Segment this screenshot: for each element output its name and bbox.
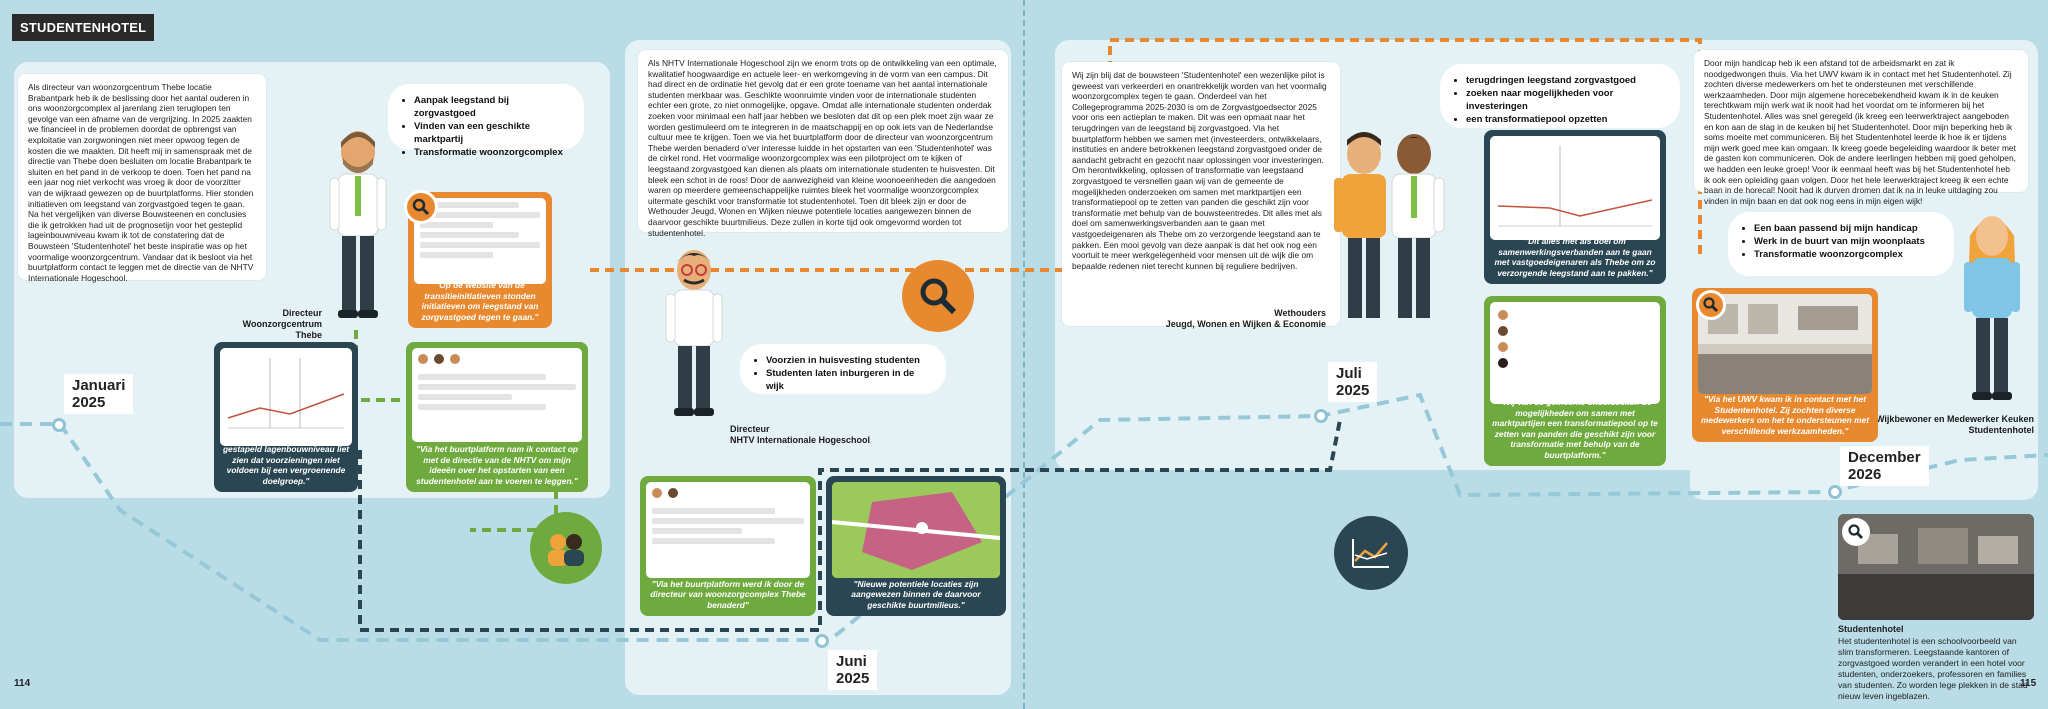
studentenhotel-photo: [1838, 514, 2034, 620]
goals-bubble-wijkbewoner: Een baan passend bij mijn handicap Werk …: [1728, 212, 1954, 276]
card-caption: "Op de website van de transitieinitiatie…: [421, 280, 539, 322]
label-role: Wijkbewoner en Medewerker Keuken: [1876, 414, 2034, 424]
goal-item: Vinden van een geschikte marktpartij: [414, 120, 570, 146]
page-number-left: 114: [14, 678, 31, 689]
card-samenwerkingsverbanden: "Dit alles met als doel om samenwerkings…: [1484, 130, 1666, 284]
person-directeur-nhtv: [665, 250, 723, 416]
page-spine: [1023, 0, 1025, 709]
date-label-december: December 2026: [1840, 446, 1929, 486]
studentenhotel-title: Studentenhotel: [1838, 624, 1904, 634]
date-label-januari: Januari 2025: [64, 374, 134, 414]
right-text-block: Wij zijn blij dat de bouwsteen 'Studente…: [1062, 62, 1340, 326]
section-title: STUDENTENHOTEL: [12, 14, 155, 41]
goal-item: terugdringen leegstand zorgvastgoed: [1466, 74, 1666, 87]
kitchen-photo: [1698, 294, 1872, 394]
prognosis-graph: [220, 348, 352, 446]
label-org: Studentenhotel: [1968, 425, 2035, 435]
person-label-wethouders: Wethouders Jeugd, Wonen en Wijken & Econ…: [1150, 308, 1326, 330]
screenshot-buurtplatform: [646, 482, 810, 578]
date-label-juli: Juli 2025: [1328, 362, 1378, 402]
intro-text-block: Als directeur van woonzorgcentrum Thebe …: [18, 74, 266, 283]
studentenhotel-text: Het studentenhotel is een schoolvoorbeel…: [1838, 636, 2028, 701]
dark-route: [358, 419, 1342, 632]
goal-item: Studenten laten inburgeren in de wijk: [766, 367, 932, 393]
timeline-node-juni: [815, 634, 829, 648]
card-buurtplatform-contact: "Via het buurtplatform nam ik contact op…: [406, 342, 588, 492]
card-uwv-contact: "Via het UWV kwam ik in contact met het …: [1692, 288, 1878, 442]
far-right-text-block: Door mijn handicap heb ik een afstand to…: [1694, 50, 2028, 206]
label-role: Directeur: [282, 308, 322, 318]
goals-bubble-directeur-thebe: Aanpak leegstand bij zorgvastgoed Vinden…: [388, 84, 584, 158]
goal-item: Een baan passend bij mijn handicap: [1754, 222, 1940, 235]
search-icon: [404, 190, 438, 224]
date-month: Juli: [1336, 365, 1362, 382]
date-year: 2025: [1336, 382, 1370, 399]
person-label-wijkbewoner: Wijkbewoner en Medewerker Keuken Student…: [1844, 414, 2034, 436]
label-role: Wethouders: [1274, 308, 1326, 318]
date-year: 2025: [836, 670, 870, 687]
goal-item: Voorzien in huisvesting studenten: [766, 354, 932, 367]
card-caption: "Via het buurtplatform werd ik door de d…: [650, 578, 806, 610]
card-transformatiepool: "Wij van de gemeente onderzoeken de moge…: [1484, 296, 1666, 466]
goal-item: Aanpak leegstand bij zorgvastgoed: [414, 94, 570, 120]
label-org: Jeugd, Wonen en Wijken & Economie: [1165, 319, 1326, 329]
date-label-juni: Juni 2025: [828, 650, 878, 690]
screenshot-buurtplatform: [412, 348, 582, 442]
label-role: Directeur: [730, 424, 770, 434]
person-wethouders: [1334, 132, 1445, 318]
goals-bubble-directeur-nhtv: Voorzien in huisvesting studenten Studen…: [740, 344, 946, 394]
card-caption: "Via het buurtplatform nam ik contact op…: [416, 444, 578, 486]
goals-bubble-wethouders: terugdringen leegstand zorgvastgoed zoek…: [1440, 64, 1680, 128]
card-caption: "Wij van de gemeente onderzoeken de moge…: [1492, 397, 1658, 460]
goal-item: Werk in de buurt van mijn woonplaats: [1754, 235, 1940, 248]
card-benaderd: "Via het buurtplatform werd ik door de d…: [640, 476, 816, 616]
card-caption: "Nieuwe potentiele locaties zijn aangewe…: [851, 578, 981, 610]
goal-item: Transformatie woonzorgcomplex: [1754, 248, 1940, 261]
search-icon: [1696, 290, 1726, 320]
middle-text-block: Als NHTV Internationale Hogeschool zijn …: [638, 50, 1008, 238]
card-caption: "Dit alles met als doel om samenwerkings…: [1494, 236, 1656, 278]
timeline-node-januari: [52, 418, 66, 432]
card-potentiele-locaties: "Nieuwe potentiele locaties zijn aangewe…: [826, 476, 1006, 616]
label-org: NHTV Internationale Hogeschool: [730, 435, 871, 445]
label-org: Woonzorgcentrum Thebe: [242, 319, 322, 340]
page-number-right: 115: [2020, 678, 2037, 689]
person-label-directeur-thebe: Directeur Woonzorgcentrum Thebe: [222, 308, 322, 341]
person-directeur-thebe: [329, 131, 387, 318]
main-route: [0, 392, 2048, 642]
search-icon: [1842, 518, 1870, 546]
people-icon: [530, 512, 602, 584]
date-month: December: [1848, 449, 1921, 466]
card-prognosetijn: "De prognosetijn van het gestapeld lagen…: [214, 342, 358, 492]
timeline-node-juli: [1314, 409, 1328, 423]
map-locations: [832, 482, 1000, 578]
date-month: Januari: [72, 377, 126, 394]
date-year: 2026: [1848, 466, 1882, 483]
date-month: Juni: [836, 653, 867, 670]
chart-icon: [1334, 516, 1408, 590]
card-caption: "Via het UWV kwam ik in contact met het …: [1700, 394, 1869, 436]
person-wijkbewoner: [1964, 216, 2020, 400]
screenshot-buurtplatform: [1490, 302, 1660, 404]
goal-item: zoeken naar mogelijkheden voor investeri…: [1466, 87, 1666, 113]
timeline-node-december: [1828, 485, 1842, 499]
person-label-directeur-nhtv: Directeur NHTV Internationale Hogeschool: [730, 424, 870, 446]
studentenhotel-info: Studentenhotel Het studentenhotel is een…: [1838, 514, 2034, 704]
card-caption: "De prognosetijn van het gestapeld lagen…: [222, 433, 350, 486]
goal-item: Transformatie woonzorgcomplex: [414, 146, 570, 159]
prognosis-graph: [1490, 136, 1660, 240]
magnifier-icon: [902, 260, 974, 332]
date-year: 2025: [72, 394, 106, 411]
goal-item: een transformatiepool opzetten: [1466, 113, 1666, 126]
